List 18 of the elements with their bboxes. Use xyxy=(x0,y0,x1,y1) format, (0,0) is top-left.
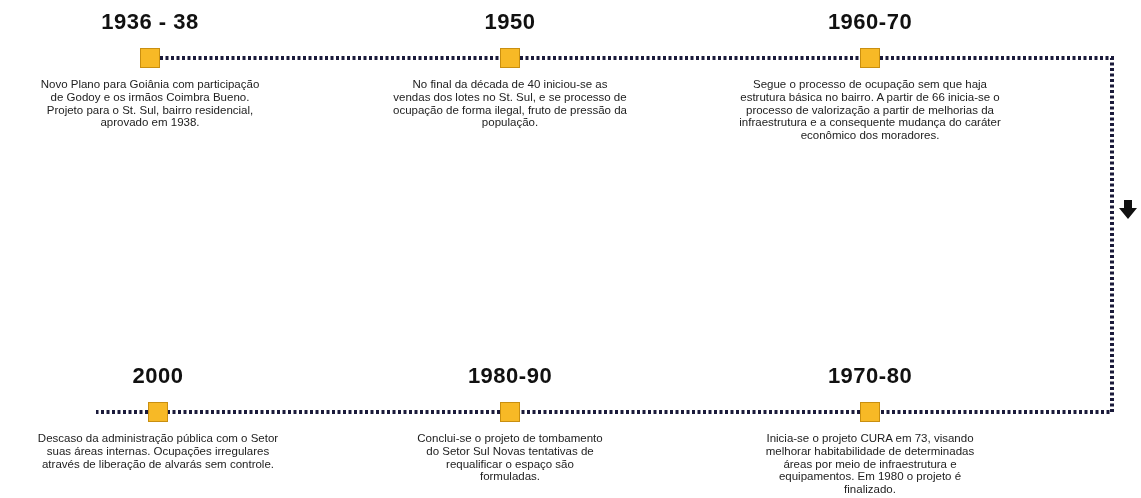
year-heading: 1950 xyxy=(484,8,536,36)
event-description: Novo Plano para Goiânia com participação de Godoy e os irmãos Coimbra Bueno. Projeto para o St. Sul, bairro residencial, aprovado em 1938. xyxy=(39,78,261,130)
dotted-connector xyxy=(96,410,148,414)
year-heading: 1980-90 xyxy=(467,362,553,390)
event-description: Inicia-se o projeto CURA em 73, visando melhorar habitabilidade de determinadas áreas por meio de infraestrutura e equipamentos. Em 1980 o projeto é finalizado. xyxy=(764,432,976,496)
dotted-connector xyxy=(880,56,1114,414)
event-description: Segue o processo de ocupação sem que haja estrutura básica no bairro. A partir de 66 inicia-se o processo de valorização a partir de melhorias da infraestrutura e a consequente mudança do caráter econômico dos moradores. xyxy=(739,78,1001,142)
year-heading: 1936 - 38 xyxy=(101,8,199,36)
event-description: No final da década de 40 iniciou-se as vendas dos lotes no St. Sul, e se processo de ocupação de forma ilegal, fruto de pressão da população. xyxy=(392,78,628,130)
year-heading: 1970-80 xyxy=(827,362,913,390)
year-heading: 2000 xyxy=(132,362,184,390)
dotted-connector xyxy=(168,410,500,414)
event-description: Conclui-se o projeto de tombamento do Setor Sul Novas tentativas de requalificar o espaço são formuladas. xyxy=(416,432,604,484)
dotted-connector xyxy=(160,56,500,60)
year-heading: 1960-70 xyxy=(827,8,913,36)
dotted-connector xyxy=(520,56,860,60)
dotted-connector xyxy=(520,410,860,414)
event-description: Descaso da administração pública com o Setor suas áreas internas. Ocupações irregulares através de liberação de alvarás sem controle. xyxy=(36,432,280,471)
